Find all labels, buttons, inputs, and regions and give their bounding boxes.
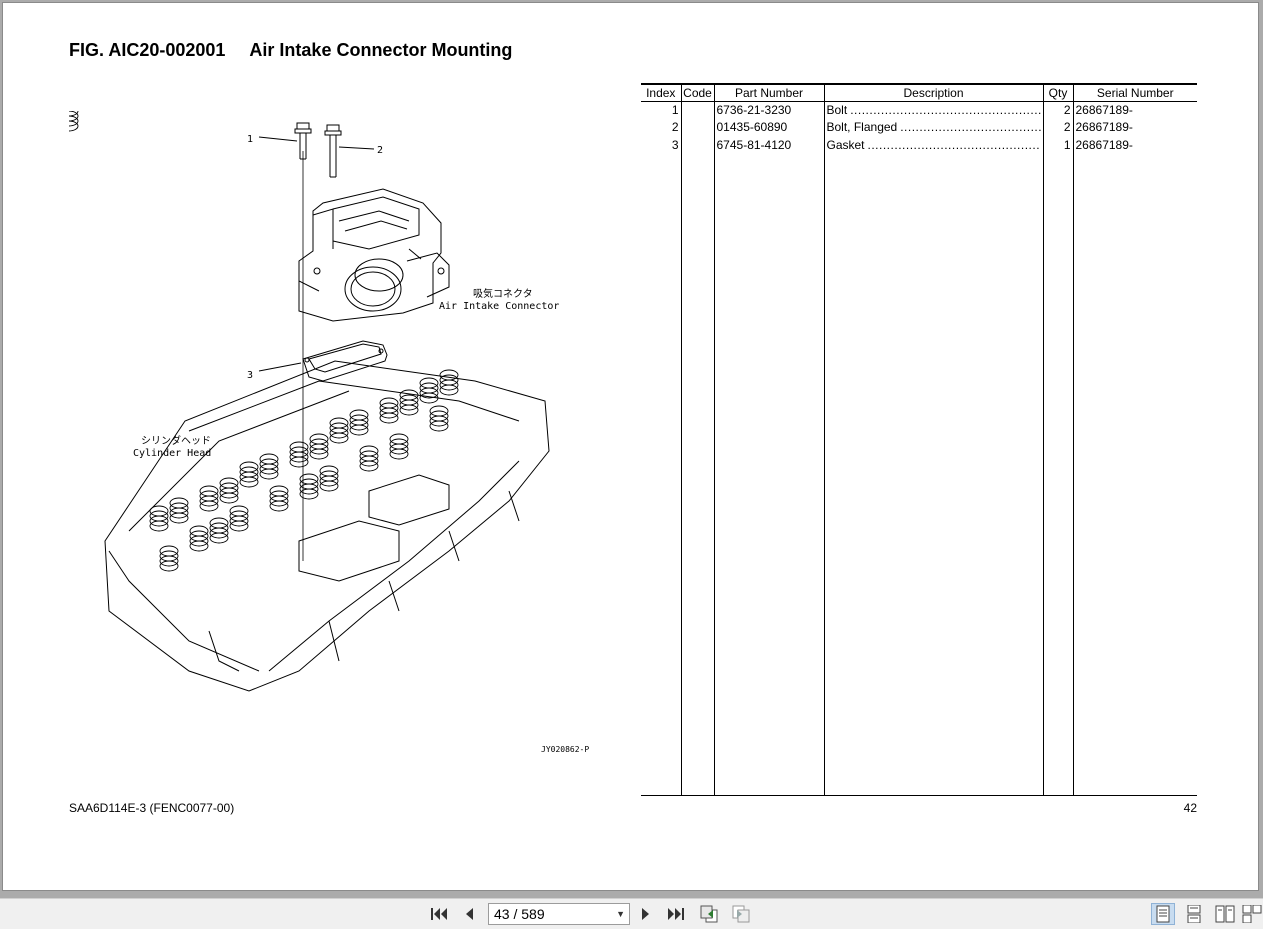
row-description: Bolt, Flanged: [823, 118, 1043, 137]
drawing-code: JY020862-P: [541, 745, 589, 754]
row-serial-number: 26867189-: [1072, 118, 1197, 137]
row-code: [680, 118, 714, 137]
row-index: 1: [671, 103, 679, 118]
leader-dots: [868, 138, 1041, 152]
callout-1: 1: [247, 134, 253, 145]
continuous-facing-view-button[interactable]: [1240, 903, 1263, 925]
row-index: 2: [671, 120, 679, 135]
go-back-view-button[interactable]: [698, 903, 720, 925]
row-description-text: Gasket: [826, 137, 865, 152]
go-back-view-icon: [700, 905, 718, 923]
chevron-down-icon: ▼: [616, 909, 625, 919]
first-page-icon: [431, 908, 447, 920]
single-page-view-icon: [1156, 905, 1170, 923]
row-serial-number: 26867189-: [1072, 136, 1197, 154]
exploded-parts-drawing: 1 2 3 吸気コネクタ Air Intake Connector シリンダヘッ…: [69, 111, 589, 754]
connector-label-jp: 吸気コネクタ: [473, 287, 533, 300]
continuous-view-icon: [1187, 905, 1201, 923]
air-intake-connector-drawing: [298, 188, 450, 322]
bolt-1-drawing: [294, 122, 312, 160]
model-footer: SAA6D114E-3 (FENC0077-00): [69, 801, 235, 815]
header-index: Index: [641, 83, 681, 102]
valve-springs-drawing: [69, 111, 459, 572]
next-page-button[interactable]: [635, 903, 657, 925]
table-row: 1 6736-21-3230 Bolt 2 26867189-: [641, 101, 1197, 119]
leader-dots: [900, 120, 1040, 134]
header-serial-number: Serial Number: [1072, 83, 1197, 102]
row-code: [680, 101, 714, 119]
row-part-number: 01435-60890: [713, 118, 824, 137]
row-part-number: 6745-81-4120: [713, 136, 824, 154]
row-qty: 2: [1042, 118, 1073, 137]
row-description-text: Bolt: [826, 103, 848, 118]
header-description: Description: [823, 83, 1043, 102]
header-part-number: Part Number: [713, 83, 824, 102]
row-description: Gasket: [823, 136, 1043, 154]
navigation-toolbar: 43 / 589 ▼: [0, 898, 1263, 929]
bolt-2-drawing: [324, 124, 342, 178]
first-page-button[interactable]: [428, 903, 450, 925]
row-serial-number: 26867189-: [1072, 101, 1197, 119]
row-qty: 1: [1042, 136, 1073, 154]
table-header-row: Index Code Part Number Description Qty S…: [641, 83, 1197, 102]
single-page-view-button[interactable]: [1151, 903, 1175, 925]
go-forward-view-icon: [732, 905, 750, 923]
leader-dots: [850, 103, 1040, 117]
callout-3: 3: [247, 370, 253, 381]
cylinder-head-label-en: Cylinder Head: [133, 448, 211, 459]
last-page-icon: [668, 908, 684, 920]
page-number: 42: [1183, 801, 1197, 815]
table-row: 3 6745-81-4120 Gasket 1 26867189-: [641, 136, 1197, 154]
figure-code: FIG. AIC20-002001: [69, 40, 226, 60]
page-number-select[interactable]: 43 / 589 ▼: [488, 903, 630, 925]
row-description-text: Bolt, Flanged: [826, 120, 898, 135]
cylinder-head-label-jp: シリンダヘッド: [141, 434, 211, 447]
figure-title: FIG. AIC20-002001 Air Intake Connector Mo…: [69, 40, 512, 61]
cylinder-head-drawing: [104, 360, 550, 692]
continuous-facing-view-icon: [1242, 905, 1262, 923]
last-page-button[interactable]: [665, 903, 687, 925]
callout-2: 2: [377, 145, 383, 156]
prev-page-icon: [466, 908, 473, 920]
facing-view-icon: [1215, 905, 1235, 923]
row-index: 3: [671, 137, 679, 152]
document-page: FIG. AIC20-002001 Air Intake Connector Mo…: [2, 2, 1259, 891]
connector-label-en: Air Intake Connector: [439, 301, 559, 312]
table-filler-row: [641, 153, 1197, 796]
header-code: Code: [680, 83, 714, 102]
row-part-number: 6736-21-3230: [713, 101, 824, 119]
go-forward-view-button[interactable]: [730, 903, 752, 925]
header-qty: Qty: [1042, 83, 1073, 102]
page-indicator: 43 / 589: [494, 906, 545, 922]
parts-list-table: Index Code Part Number Description Qty S…: [641, 83, 1197, 796]
row-code: [680, 136, 714, 154]
continuous-view-button[interactable]: [1182, 903, 1206, 925]
next-page-icon: [642, 908, 649, 920]
previous-page-button[interactable]: [458, 903, 480, 925]
figure-name: Air Intake Connector Mounting: [249, 40, 513, 60]
gasket-drawing: [302, 340, 388, 382]
facing-view-button[interactable]: [1213, 903, 1237, 925]
row-description: Bolt: [823, 101, 1043, 119]
row-qty: 2: [1042, 101, 1073, 119]
table-row: 2 01435-60890 Bolt, Flanged 2 26867189-: [641, 118, 1197, 137]
